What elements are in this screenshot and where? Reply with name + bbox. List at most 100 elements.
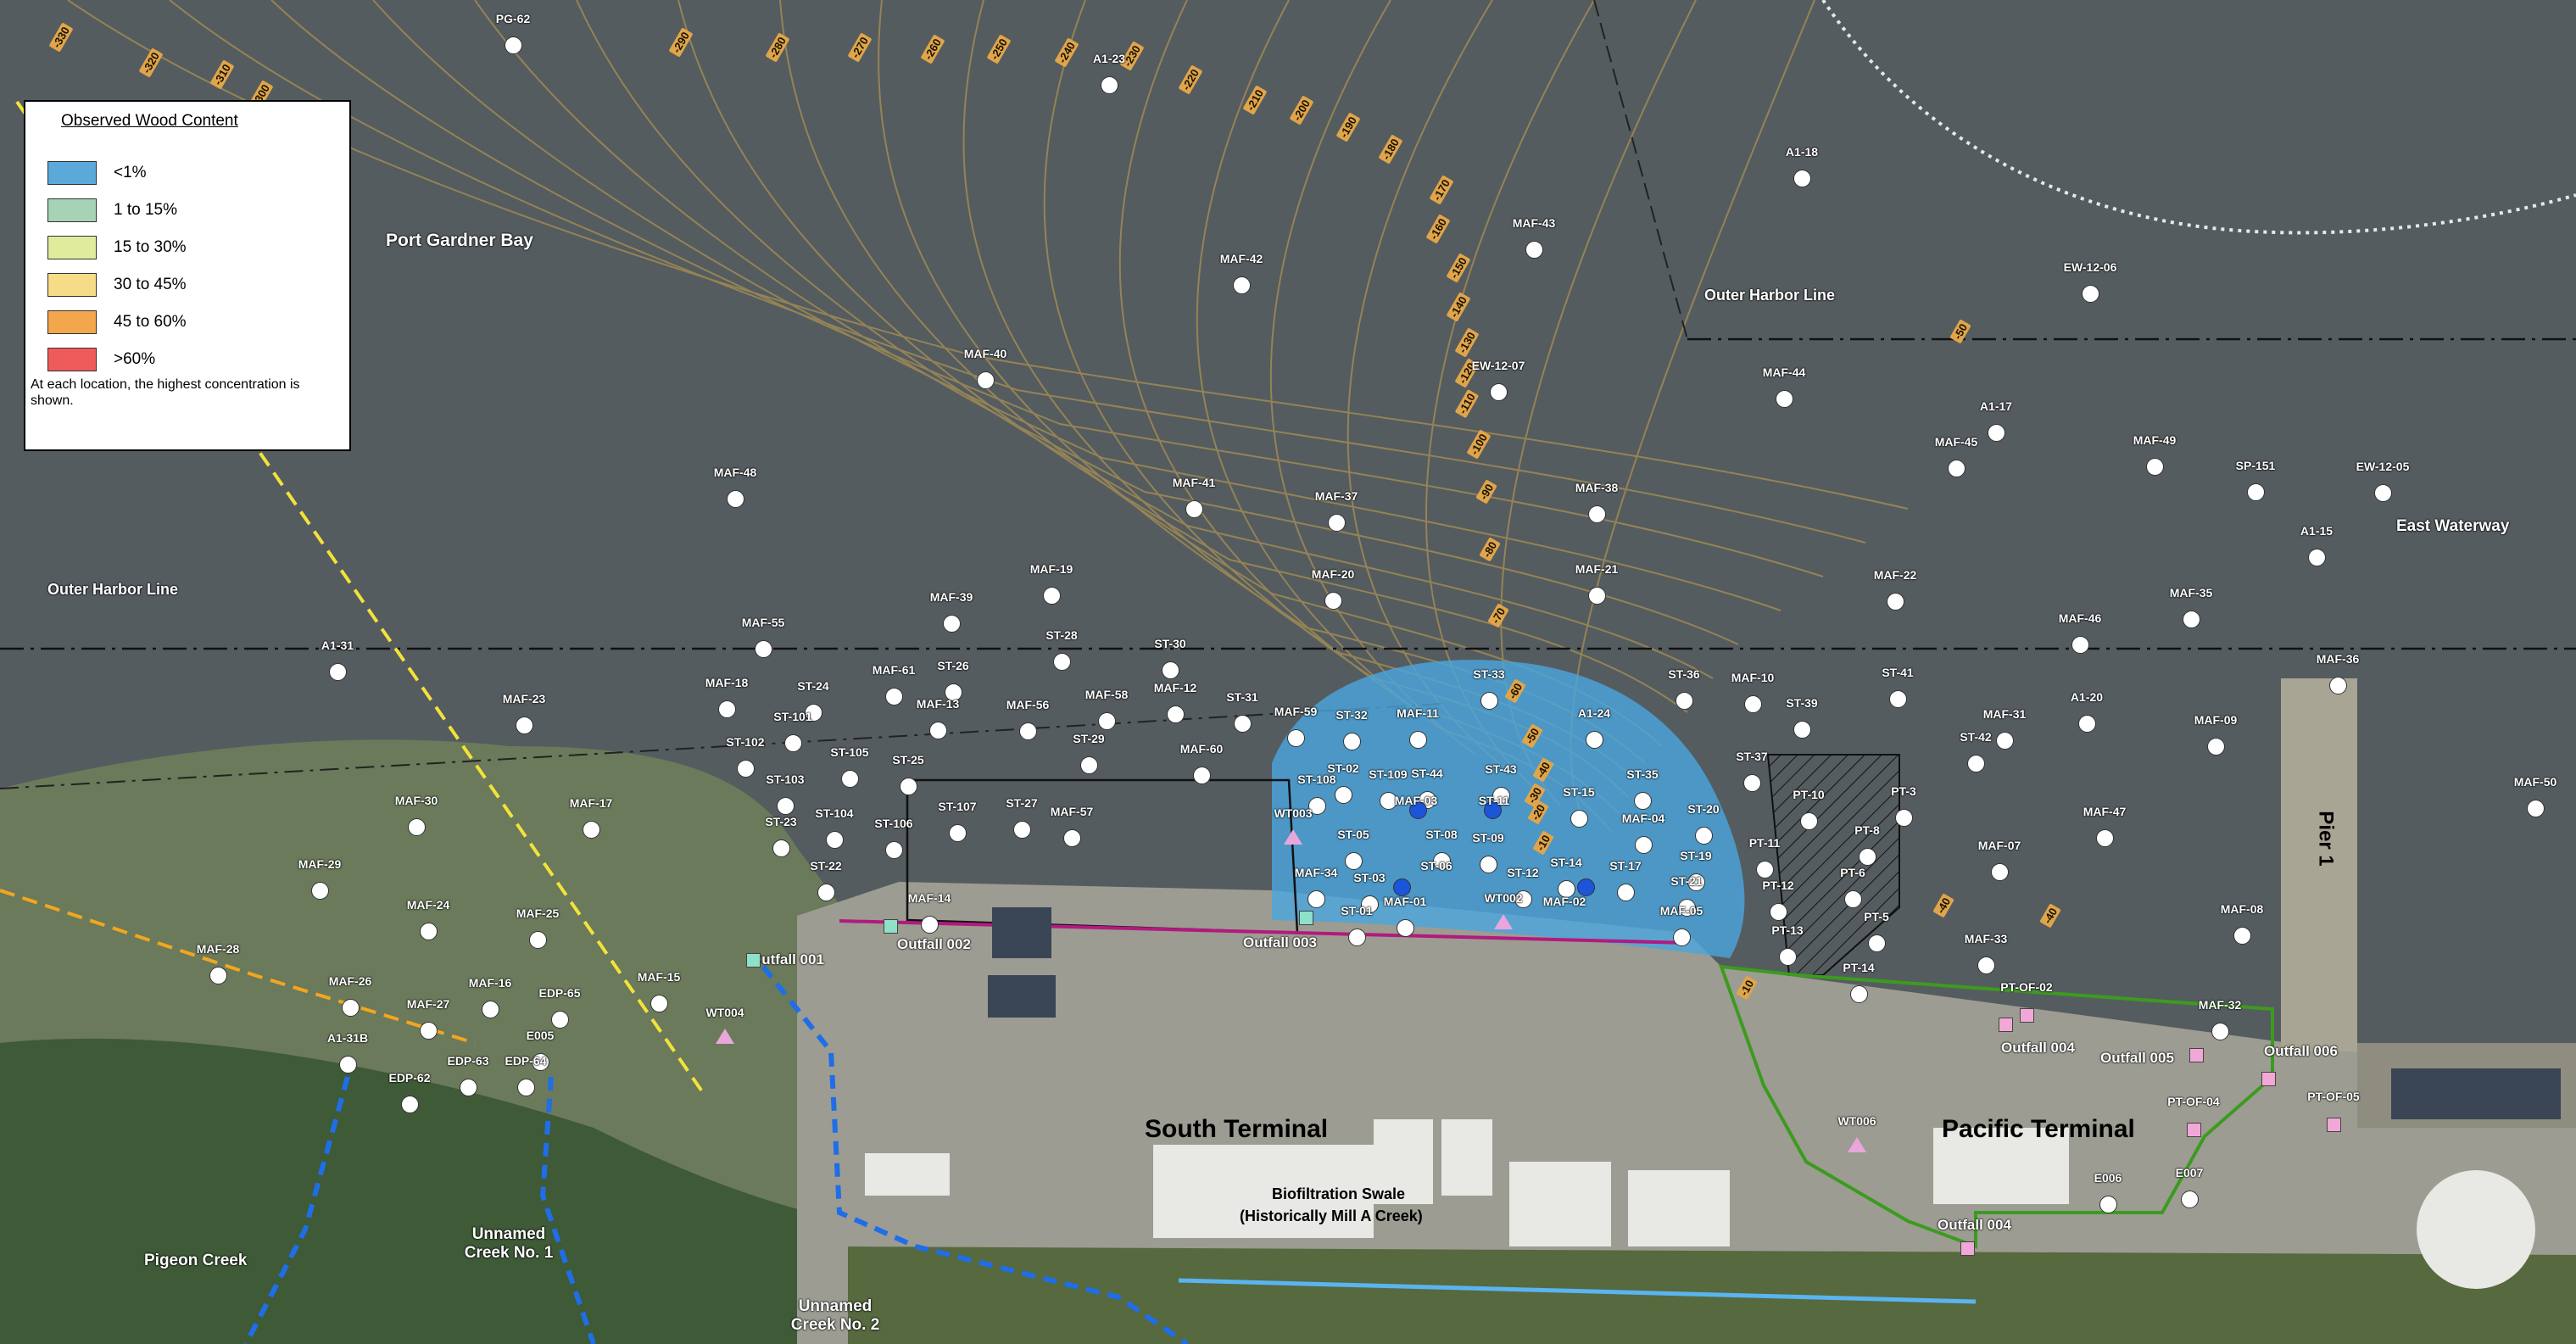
station-marker[interactable] <box>1793 170 1811 187</box>
station-marker[interactable] <box>977 371 995 389</box>
station-marker[interactable] <box>650 995 668 1012</box>
station-marker[interactable] <box>1494 914 1513 929</box>
station-marker[interactable] <box>1335 786 1352 804</box>
station-marker[interactable] <box>1991 863 2009 881</box>
station-marker[interactable] <box>1343 733 1361 750</box>
outfall-marker[interactable] <box>1299 911 1313 925</box>
station-marker[interactable] <box>826 831 844 849</box>
outfall-marker[interactable] <box>1999 1018 2013 1032</box>
station-marker[interactable] <box>1586 731 1603 749</box>
station-marker[interactable] <box>900 778 917 795</box>
station-marker[interactable] <box>1676 692 1693 710</box>
station-marker[interactable] <box>1793 721 1811 739</box>
station-marker[interactable] <box>1484 801 1502 819</box>
station-marker[interactable] <box>1525 241 1543 259</box>
station-marker[interactable] <box>777 797 795 815</box>
station-marker[interactable] <box>1770 903 1787 921</box>
station-marker[interactable] <box>505 36 522 54</box>
station-marker[interactable] <box>841 770 859 788</box>
station-marker[interactable] <box>1013 821 1031 839</box>
station-marker[interactable] <box>1185 500 1203 518</box>
station-marker[interactable] <box>1233 276 1251 294</box>
station-marker[interactable] <box>737 760 755 778</box>
station-marker[interactable] <box>2207 738 2225 756</box>
station-marker[interactable] <box>943 615 961 633</box>
station-marker[interactable] <box>1361 895 1379 913</box>
station-marker[interactable] <box>2082 285 2099 303</box>
station-marker[interactable] <box>1433 852 1451 870</box>
station-marker[interactable] <box>727 490 744 508</box>
station-marker[interactable] <box>1889 690 1907 708</box>
station-marker[interactable] <box>1167 705 1185 723</box>
station-marker[interactable] <box>1409 731 1427 749</box>
outfall-marker[interactable] <box>2189 1048 2204 1062</box>
station-marker[interactable] <box>339 1056 357 1074</box>
station-marker[interactable] <box>2374 484 2392 502</box>
station-marker[interactable] <box>1409 801 1427 819</box>
station-marker[interactable] <box>2181 1191 2199 1208</box>
station-marker[interactable] <box>772 839 790 857</box>
station-marker[interactable] <box>929 722 947 739</box>
station-marker[interactable] <box>329 663 347 681</box>
station-marker[interactable] <box>1848 1137 1866 1152</box>
station-marker[interactable] <box>1393 878 1411 896</box>
station-marker[interactable] <box>2020 1008 2034 1023</box>
station-marker[interactable] <box>2233 927 2251 945</box>
station-marker[interactable] <box>1776 390 1793 408</box>
station-marker[interactable] <box>551 1011 569 1029</box>
station-marker[interactable] <box>1678 899 1696 917</box>
station-marker[interactable] <box>1328 514 1346 532</box>
station-marker[interactable] <box>1756 861 1774 878</box>
station-marker[interactable] <box>1345 852 1363 870</box>
station-marker[interactable] <box>1948 460 1965 477</box>
station-marker[interactable] <box>420 1022 438 1040</box>
station-marker[interactable] <box>755 640 772 658</box>
station-marker[interactable] <box>1996 732 2014 750</box>
station-marker[interactable] <box>1480 856 1497 873</box>
outfall-marker[interactable] <box>2261 1072 2276 1086</box>
station-marker[interactable] <box>805 704 822 722</box>
station-marker[interactable] <box>1743 774 1761 792</box>
station-marker[interactable] <box>408 818 426 836</box>
station-marker[interactable] <box>2327 1118 2341 1132</box>
station-marker[interactable] <box>1673 929 1691 946</box>
station-marker[interactable] <box>2183 611 2200 628</box>
station-marker[interactable] <box>885 688 903 705</box>
station-marker[interactable] <box>718 700 736 718</box>
station-marker[interactable] <box>1844 890 1862 908</box>
station-marker[interactable] <box>460 1079 477 1096</box>
station-marker[interactable] <box>1868 934 1886 952</box>
station-marker[interactable] <box>1101 76 1118 94</box>
station-marker[interactable] <box>1308 797 1326 815</box>
station-marker[interactable] <box>1887 593 1904 611</box>
station-marker[interactable] <box>1284 829 1302 845</box>
station-marker[interactable] <box>1380 792 1397 810</box>
station-marker[interactable] <box>1850 985 1868 1003</box>
station-marker[interactable] <box>1480 692 1498 710</box>
station-marker[interactable] <box>1193 767 1211 784</box>
station-marker[interactable] <box>1234 715 1252 733</box>
station-marker[interactable] <box>2211 1023 2229 1040</box>
station-marker[interactable] <box>2187 1123 2201 1137</box>
station-marker[interactable] <box>1635 836 1653 854</box>
station-marker[interactable] <box>2096 829 2114 847</box>
station-marker[interactable] <box>1053 653 1071 671</box>
station-marker[interactable] <box>949 824 967 842</box>
station-marker[interactable] <box>2329 677 2347 694</box>
station-marker[interactable] <box>1895 809 1913 827</box>
station-marker[interactable] <box>1988 424 2005 442</box>
station-marker[interactable] <box>311 882 329 900</box>
station-marker[interactable] <box>2247 483 2265 501</box>
station-marker[interactable] <box>1588 505 1606 523</box>
station-marker[interactable] <box>1287 729 1305 747</box>
station-marker[interactable] <box>1779 948 1797 966</box>
station-marker[interactable] <box>1098 712 1116 730</box>
station-marker[interactable] <box>583 821 600 839</box>
station-marker[interactable] <box>1492 787 1510 805</box>
station-marker[interactable] <box>716 1029 734 1044</box>
station-marker[interactable] <box>1687 873 1705 891</box>
station-marker[interactable] <box>1063 829 1081 847</box>
station-marker[interactable] <box>342 999 360 1017</box>
station-marker[interactable] <box>817 884 835 901</box>
